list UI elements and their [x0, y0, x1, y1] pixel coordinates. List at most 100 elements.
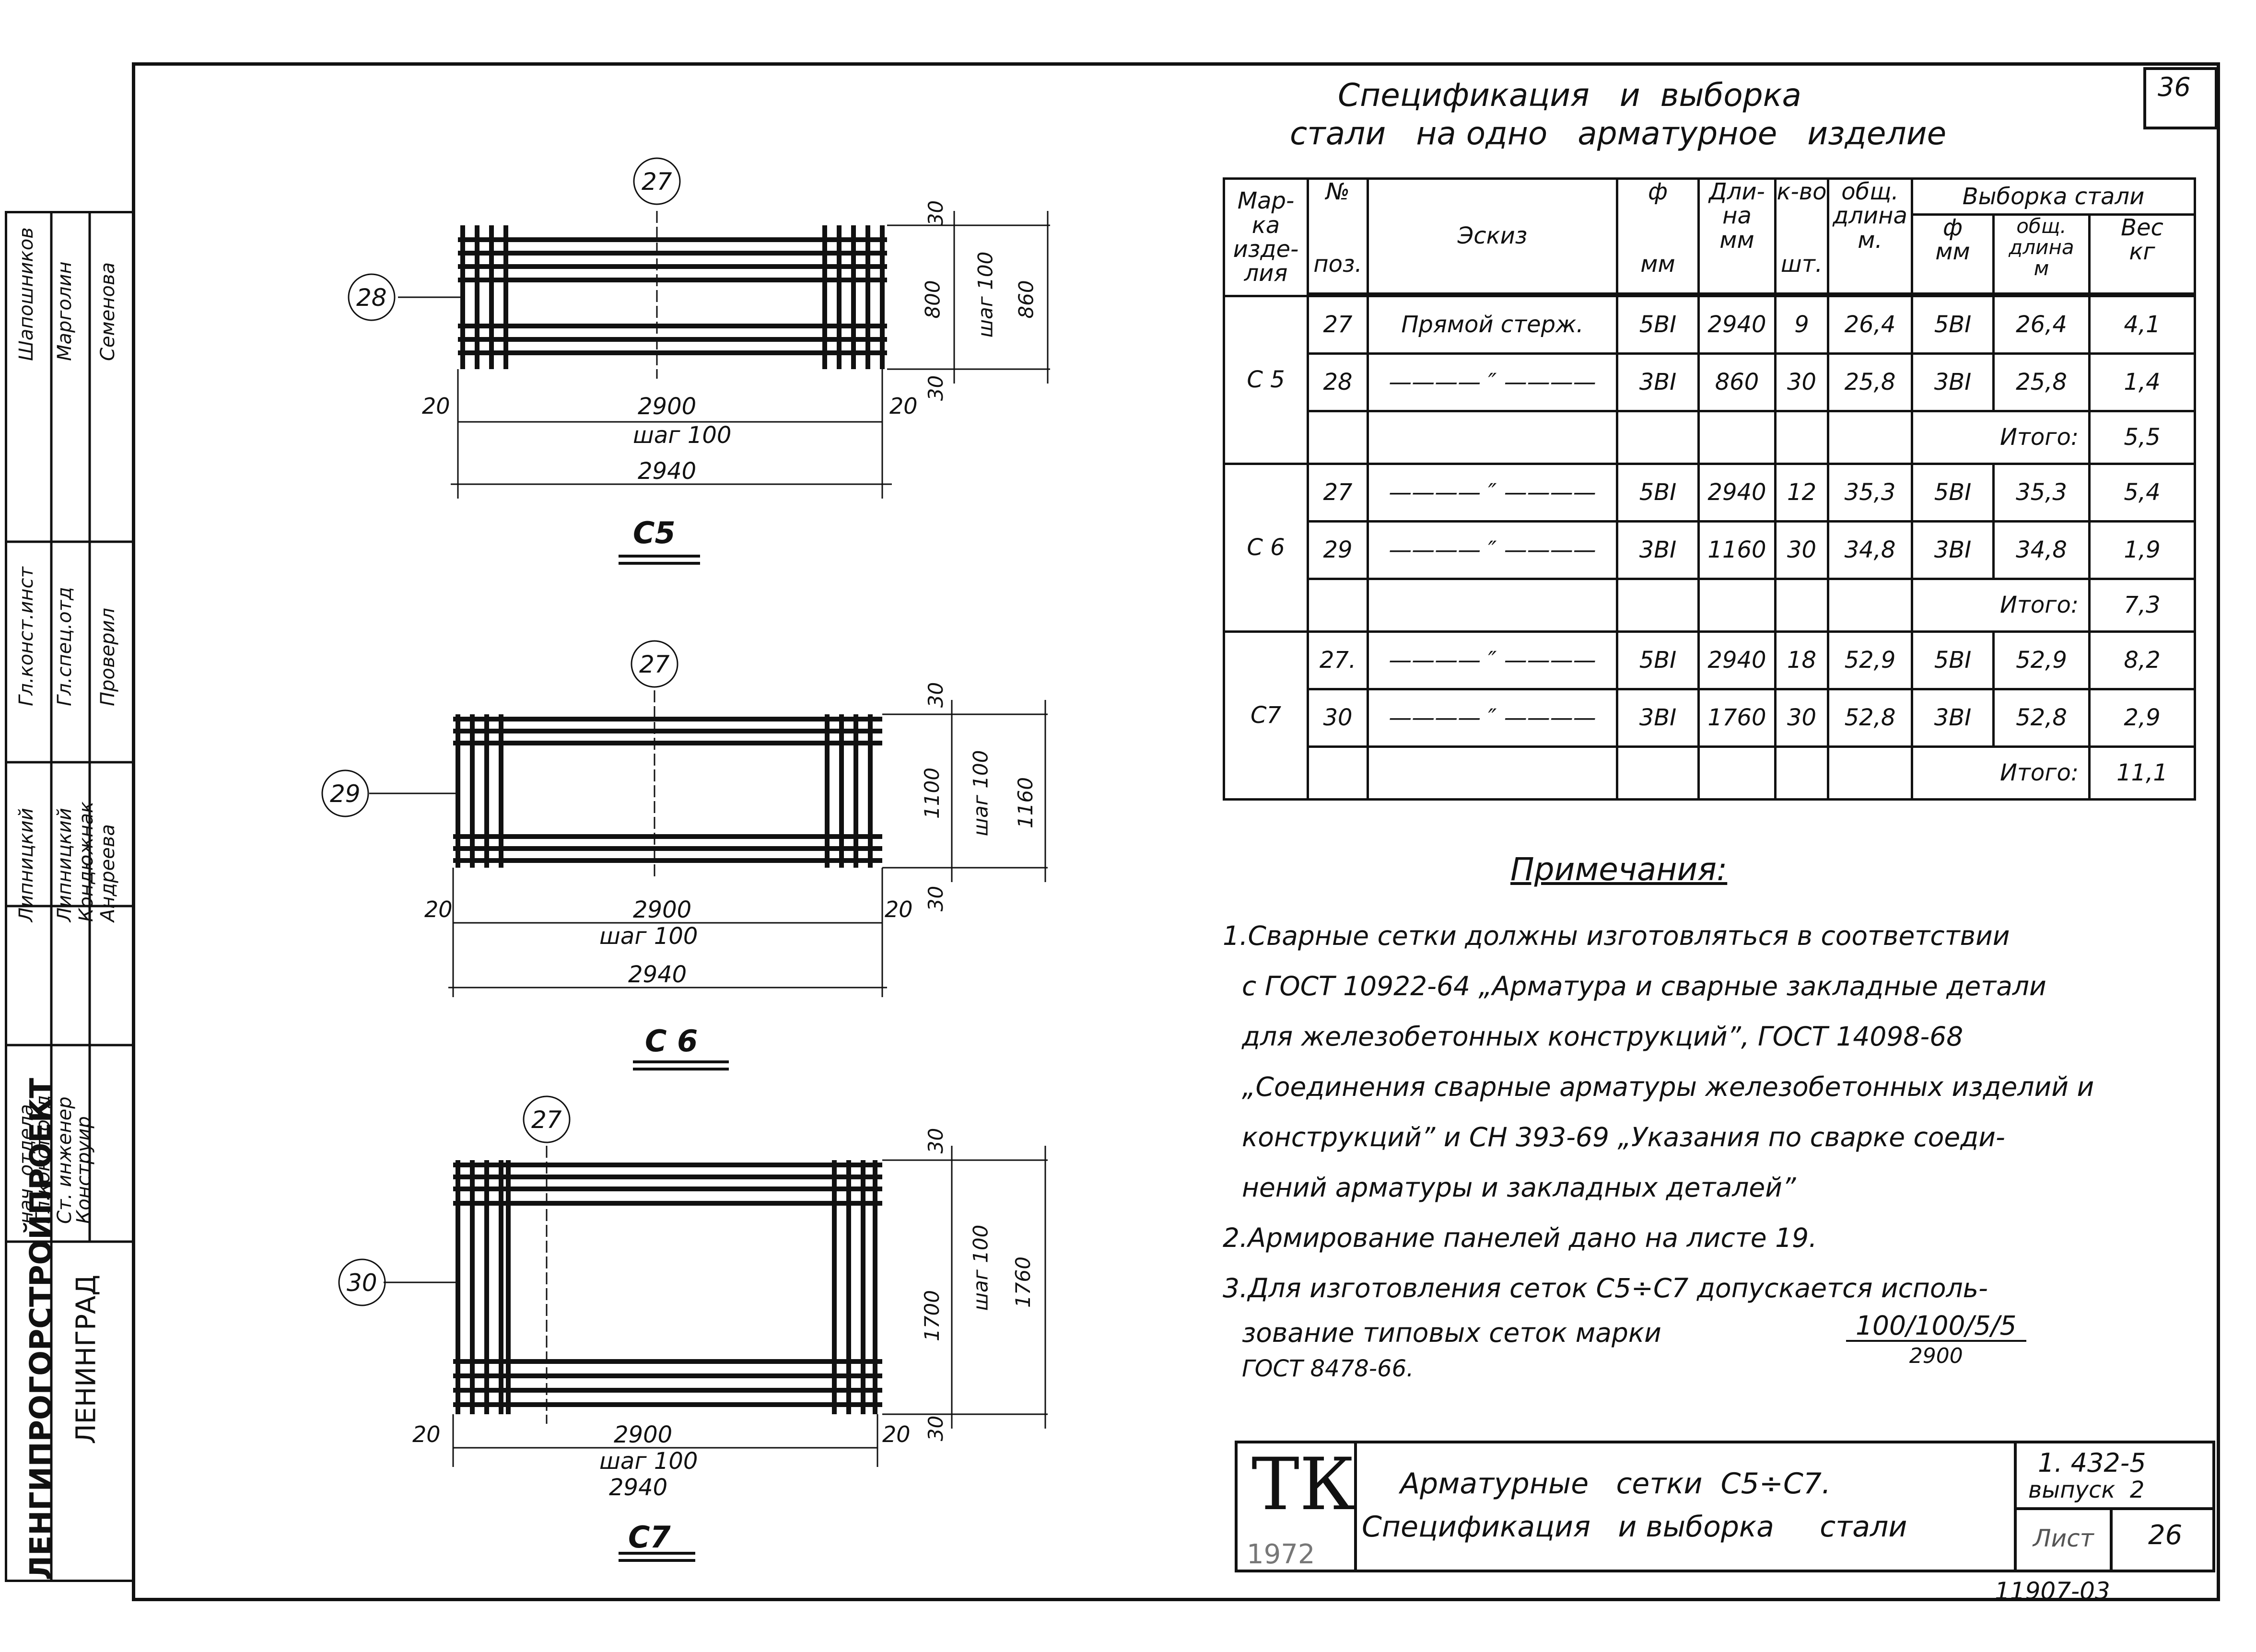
row-diam: 3ВI	[1616, 352, 1700, 412]
header-sel-len: общ. длина м	[1995, 215, 2091, 292]
dim-c7-step: шаг 100	[599, 1448, 698, 1475]
sheet-number: 36	[2158, 72, 2191, 102]
header-sel-weight-label: Вес	[2121, 214, 2163, 241]
title-block-line1: Арматурные сетки С5÷С7.	[1400, 1467, 1831, 1501]
callout-c6-cross: 29	[330, 780, 361, 808]
empty-cell	[1697, 745, 1777, 801]
row-pos: 30	[1307, 688, 1369, 748]
dim-c6-right: 20	[885, 896, 913, 922]
notes-title: Примечания:	[1510, 851, 1728, 888]
group-mark: С 5	[1223, 295, 1309, 465]
dim-c5-step: шаг 100	[633, 422, 732, 449]
row-diam: 5ВI	[1616, 630, 1700, 690]
row-qty: 12	[1774, 463, 1829, 523]
row-len: 1760	[1697, 688, 1777, 748]
row-weight: 8,2	[2088, 630, 2197, 690]
empty-cell	[1774, 578, 1829, 633]
title-block-sheet-label: Лист	[2033, 1524, 2094, 1552]
row-weight: 2,9	[2088, 688, 2197, 748]
dim-c7-vtop: 30	[924, 1128, 948, 1154]
row-qty: 18	[1774, 630, 1829, 690]
row-sketch: ———— ″ ————	[1367, 352, 1618, 412]
spec-title-line1: Спецификация и выборка	[1338, 77, 1801, 114]
fraction-numerator: 100/100/5/5	[1846, 1311, 2026, 1342]
title-block-year: 1972	[1247, 1539, 1315, 1570]
note-line: „Соединения сварные арматуры железобетон…	[1242, 1071, 2094, 1102]
spec-title-line2: стали на одно арматурное изделие	[1290, 115, 1947, 152]
mesh-c6	[453, 714, 882, 868]
dim-c5-span: 2900	[638, 393, 697, 420]
note-line: нений арматуры и закладных деталей”	[1242, 1172, 1796, 1203]
header-qty-unit: шт.	[1780, 251, 1823, 278]
drawing-name-c5: С5	[633, 515, 676, 550]
row-sel-len: 34,8	[1992, 520, 2091, 580]
header-len-unit: мм	[1719, 226, 1754, 254]
dim-c6-span: 2900	[633, 896, 692, 923]
group-total-label: Итого:	[1911, 578, 2091, 633]
drawing-name-c7: С7	[628, 1520, 671, 1555]
dim-c7-vtotal: 1760	[1011, 1256, 1035, 1308]
row-total-len: 26,4	[1827, 295, 1913, 355]
row-sel-len: 26,4	[1992, 295, 2091, 355]
group-mark: С 6	[1223, 463, 1309, 633]
callout-c6-bar: 27	[639, 651, 670, 678]
dim-c5-vtop: 30	[924, 200, 948, 226]
dim-c7-overall: 2940	[609, 1474, 668, 1501]
group-total-label: Итого:	[1912, 410, 2091, 465]
header-len-label: Дли- на	[1709, 178, 1765, 230]
title-block-sheet-cell	[2014, 1507, 2215, 1572]
row-sketch: ———— ″ ————	[1367, 463, 1618, 523]
header-total-len-label: общ. длина	[1833, 178, 1907, 230]
dim-c7-vstep: шаг 100	[969, 1224, 993, 1311]
row-pos: 28	[1307, 352, 1369, 412]
row-sel-diam: 3ВI	[1911, 352, 1995, 412]
note-line: 2.Армирование панелей дано на листе 19.	[1223, 1222, 1817, 1253]
dim-c6-vstep: шаг 100	[969, 750, 993, 837]
title-block-series: 1. 432-5	[2038, 1448, 2146, 1478]
empty-cell	[1307, 578, 1369, 633]
header-mark: Мар- ка изде- лия	[1223, 177, 1309, 297]
header-diam-unit: мм	[1640, 251, 1675, 278]
sheet-cell-divider	[2110, 1507, 2113, 1572]
empty-cell	[1367, 410, 1618, 465]
row-sel-len: 52,9	[1992, 630, 2091, 690]
row-pos: 27.	[1307, 630, 1369, 690]
title-block-line2: Спецификация и выборка стали	[1362, 1510, 1907, 1544]
callout-c7-bar: 27	[531, 1106, 562, 1134]
dim-c6-vmid: 1100	[920, 768, 944, 819]
note-line: конструкций” и СН 393-69 „Указания по св…	[1242, 1122, 2005, 1152]
row-len: 1160	[1697, 520, 1777, 580]
dim-c6-left: 20	[424, 896, 453, 922]
dim-c5-right: 20	[889, 393, 918, 419]
row-qty: 9	[1774, 295, 1829, 355]
note-line: для железобетонных конструкций”, ГОСТ 14…	[1242, 1021, 1964, 1052]
row-pos: 29	[1307, 520, 1369, 580]
mesh-c7	[453, 1160, 882, 1414]
row-pos: 27	[1307, 463, 1369, 523]
fraction-denominator: 2900	[1909, 1344, 1963, 1368]
header-sel-weight-unit: кг	[2129, 238, 2155, 266]
dim-c7-right: 20	[882, 1421, 911, 1447]
note-line: 3.Для изготовления сеток С5÷С7 допускает…	[1223, 1273, 1988, 1303]
row-total-len: 25,8	[1827, 352, 1913, 412]
note-line-with-fraction: зование типовых сеток марки 100/100/5/5 …	[1223, 1311, 2196, 1368]
title-block-logo-cell	[1235, 1441, 1357, 1572]
empty-cell	[1827, 410, 1913, 465]
header-sketch: Эскиз	[1367, 177, 1618, 295]
dim-c5-left: 20	[422, 393, 450, 419]
row-total-len: 35,3	[1827, 463, 1913, 523]
dim-c6-vbot: 30	[924, 885, 948, 912]
note-line: с ГОСТ 10922-64 „Арматура и сварные закл…	[1242, 971, 2046, 1001]
row-sel-diam: 5ВI	[1911, 295, 1995, 355]
row-sketch: ———— ″ ————	[1367, 520, 1618, 580]
row-sel-len: 52,8	[1992, 688, 2091, 748]
empty-cell	[1774, 410, 1829, 465]
row-diam: 5ВI	[1616, 463, 1700, 523]
header-pos-unit: поз.	[1313, 251, 1362, 278]
row-diam: 3ВI	[1616, 520, 1700, 580]
